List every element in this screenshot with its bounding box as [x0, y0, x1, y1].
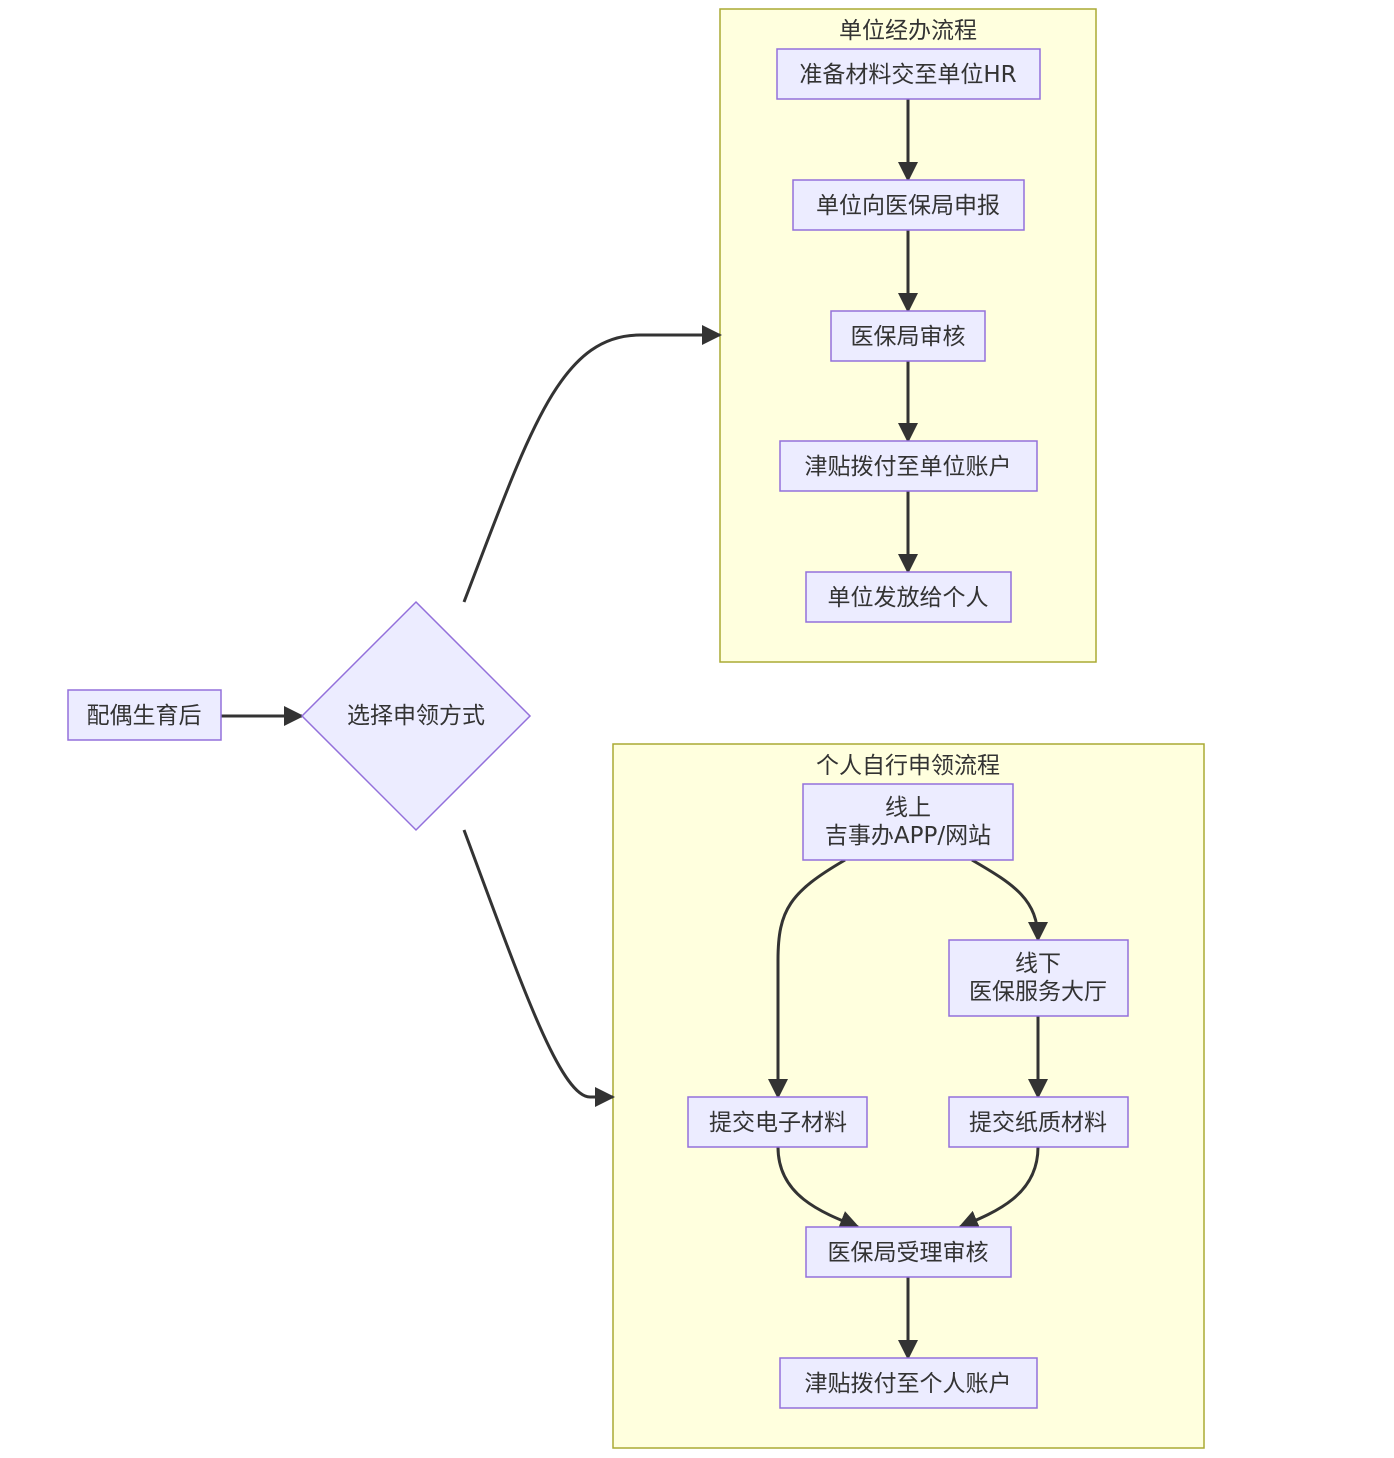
node-start: 配偶生育后 — [67, 689, 222, 741]
node-elec-label: 提交电子材料 — [709, 1110, 847, 1136]
cluster-unit-title: 单位经办流程 — [839, 18, 977, 44]
node-online-line2: 吉事办APP/网站 — [825, 823, 991, 849]
node-paper-label: 提交纸质材料 — [969, 1110, 1107, 1136]
node-pay: 津贴拨付至个人账户 — [779, 1357, 1038, 1409]
node-offline-line1: 线下 — [1015, 951, 1061, 977]
node-start-label: 配偶生育后 — [87, 703, 202, 729]
node-elec: 提交电子材料 — [687, 1096, 868, 1148]
edge-online-offline — [971, 858, 1048, 942]
node-u1-label: 准备材料交至单位HR — [799, 62, 1016, 88]
node-u2: 单位向医保局申报 — [792, 179, 1025, 231]
node-online-line1: 线上 — [885, 795, 931, 821]
node-u1: 准备材料交至单位HR — [776, 48, 1041, 100]
node-u2-label: 单位向医保局申报 — [816, 193, 1000, 219]
node-paper: 提交纸质材料 — [948, 1096, 1129, 1148]
edge-choose-personal — [462, 829, 615, 1107]
edge-elec-review — [776, 1146, 860, 1230]
node-offline: 线下 医保服务大厅 — [948, 939, 1129, 1017]
node-review-label: 医保局受理审核 — [828, 1240, 989, 1266]
node-u3: 医保局审核 — [830, 310, 986, 362]
edge-choose-unit — [462, 325, 722, 603]
edges — [221, 99, 1048, 1360]
edge-online-elec — [768, 858, 846, 1099]
node-u4: 津贴拨付至单位账户 — [779, 440, 1038, 492]
node-u4-label: 津贴拨付至单位账户 — [805, 454, 1012, 480]
node-u3-label: 医保局审核 — [851, 324, 966, 350]
node-online: 线上 吉事办APP/网站 — [802, 783, 1014, 861]
node-review: 医保局受理审核 — [805, 1226, 1012, 1278]
node-offline-line2: 医保服务大厅 — [969, 979, 1107, 1005]
node-pay-label: 津贴拨付至个人账户 — [805, 1371, 1012, 1397]
node-u5: 单位发放给个人 — [805, 571, 1012, 623]
edge-paper-review — [958, 1146, 1040, 1230]
node-choose-label: 选择申领方式 — [347, 703, 485, 729]
node-choose-decision: 选择申领方式 — [300, 600, 532, 832]
cluster-personal-title: 个人自行申领流程 — [816, 753, 1000, 779]
node-u5-label: 单位发放给个人 — [828, 585, 989, 611]
